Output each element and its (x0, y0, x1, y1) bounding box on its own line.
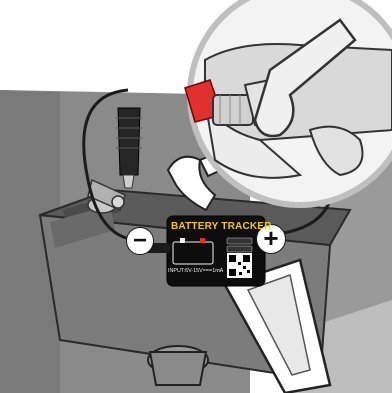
app-store-badge-icon (227, 238, 252, 244)
device-input-spec: INPUT:6V-15V===1mA (168, 268, 230, 274)
device-title: BATTERY TRACKER (171, 221, 263, 232)
negative-terminal-label: − (126, 227, 154, 255)
qr-code-icon (227, 253, 252, 278)
google-play-badge-icon (227, 246, 252, 252)
battery-cap (148, 346, 208, 385)
